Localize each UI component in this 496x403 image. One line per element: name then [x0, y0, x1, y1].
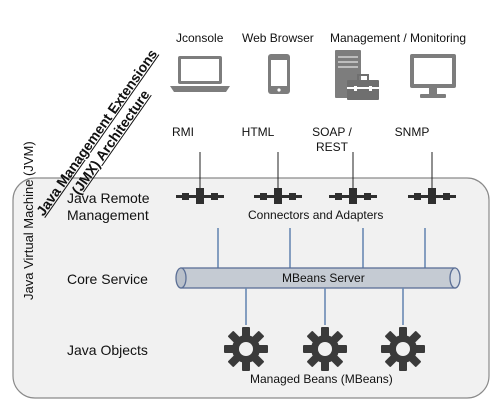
mbean-gear-icons [224, 327, 425, 371]
client-label-web-browser: Web Browser [242, 31, 314, 45]
gear-icon [224, 327, 268, 371]
mobile-phone-icon [268, 54, 290, 94]
client-connection-lines [199, 152, 433, 190]
layer-label-remote-management-line-2: Management [67, 207, 149, 223]
monitor-icon [410, 54, 456, 98]
connector-icon [329, 188, 377, 204]
layer-label-core-service: Core Service [67, 271, 148, 287]
connector-icons [176, 188, 456, 204]
client-label-jconsole: Jconsole [176, 31, 224, 45]
adapter-to-bus-lines [217, 228, 426, 268]
layer-label-remote-management-line-1: Java Remote [67, 190, 150, 206]
connector-icon [254, 188, 302, 204]
laptop-icon [170, 56, 230, 92]
protocol-label-soap: SOAP / REST [310, 125, 354, 155]
server-toolbox-icon [335, 50, 379, 100]
connector-icon [176, 188, 224, 204]
protocol-label-snmp: SNMP [394, 125, 430, 139]
connectors-adapters-caption: Connectors and Adapters [248, 208, 384, 222]
protocol-label-soap-line-1: SOAP / [312, 125, 352, 139]
jvm-label: Java Virtual Machine (JVM) [21, 141, 36, 300]
protocol-label-rmi: RMI [172, 125, 194, 139]
managed-beans-caption: Managed Beans (MBeans) [250, 372, 393, 386]
protocol-label-soap-line-2: REST [315, 140, 348, 154]
connector-icon [408, 188, 456, 204]
client-label-management-monitoring: Management / Monitoring [330, 31, 467, 45]
mbeans-server-bus [175, 267, 461, 289]
layer-label-remote-management: Java Remote Management [67, 190, 149, 224]
protocol-label-html: HTML [241, 125, 275, 139]
layer-label-java-objects: Java Objects [67, 342, 148, 358]
bus-to-mbean-lines [245, 288, 404, 325]
gear-icon [303, 327, 347, 371]
gear-icon [381, 327, 425, 371]
mbeans-server-label: MBeans Server [282, 271, 365, 285]
